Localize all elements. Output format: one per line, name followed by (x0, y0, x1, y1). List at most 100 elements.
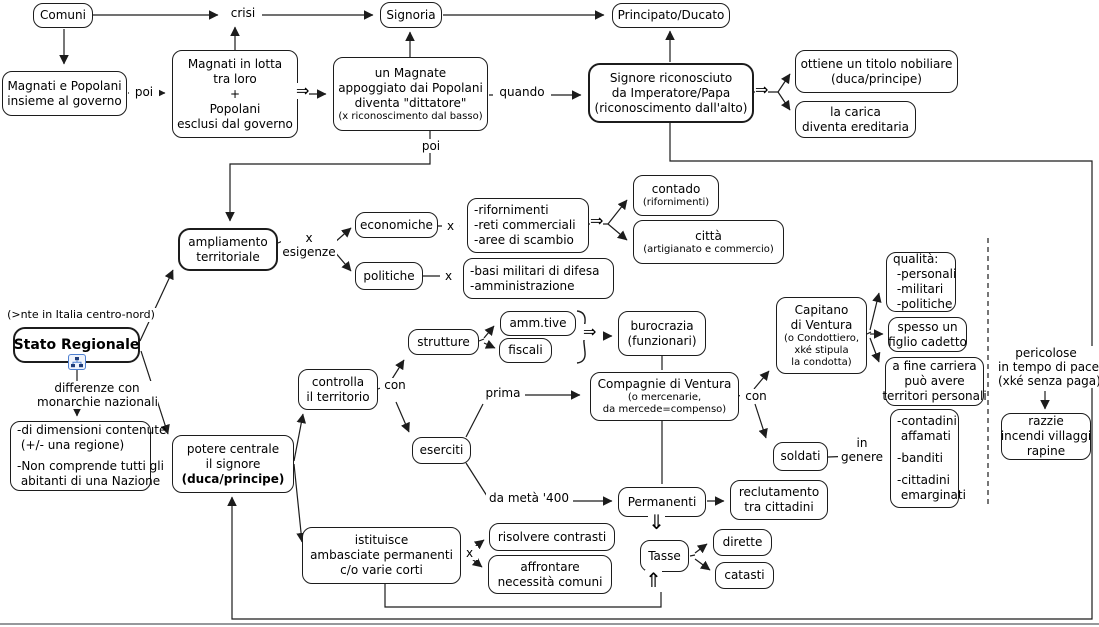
node-qualita[interactable]: qualità: -personali -militari -politiche (886, 252, 956, 312)
node-contado[interactable]: contado(rifornimenti) (633, 175, 719, 216)
node-differenze-dettagli[interactable]: -di dimensioni contenute (+/- una region… (10, 421, 166, 491)
label-x-ambasciate[interactable]: x (461, 546, 478, 560)
double-arrow-down-icon: ⇓ (648, 510, 665, 534)
node-qualita-line: -politiche (893, 297, 953, 311)
node-citta[interactable]: città(artigianato e commercio) (633, 220, 784, 264)
node-eserciti[interactable]: eserciti (412, 437, 471, 464)
double-arrow-1-icon: ⇒ (296, 81, 310, 100)
node-qualita-line: -personali (893, 267, 957, 281)
node-politiche[interactable]: politiche (355, 262, 423, 290)
double-arrow-2-icon: ⇒ (755, 80, 769, 99)
node-controlla-territorio-line: il territorio (306, 389, 370, 404)
node-compagnie-di-ventura-line: Compagnie di Ventura (597, 377, 732, 391)
node-risolvere-contrasti[interactable]: risolvere contrasti (489, 523, 615, 551)
node-fiscali[interactable]: fiscali (499, 338, 552, 363)
node-compagnie-di-ventura-line: (o mercenarie, (627, 392, 702, 403)
canvas-bottom-edge (0, 623, 1099, 625)
node-burocrazia[interactable]: burocrazia(funzionari) (618, 311, 706, 356)
node-catasti[interactable]: catasti (715, 562, 774, 589)
label-poi-1[interactable]: poi (129, 85, 159, 99)
node-esigenze-politiche-dettagli[interactable]: -basi militari di difesa-amministrazione (463, 258, 614, 299)
node-compagnie-di-ventura[interactable]: Compagnie di Ventura(o mercenarie,da mer… (590, 372, 739, 421)
node-un-magnate-line: diventa "dittatore" (354, 95, 467, 110)
label-poi-2[interactable]: poi (415, 139, 447, 153)
node-capitano-di-ventura-line: di Ventura (790, 317, 853, 332)
node-potere-centrale-line: potere centrale (186, 441, 280, 456)
label-nte-italia[interactable]: (>nte in Italia centro-nord) (5, 308, 157, 322)
label-con-ventura[interactable]: con (740, 389, 772, 403)
node-stato-regionale-line: Stato Regionale (13, 336, 140, 353)
label-x-economiche[interactable]: x (442, 219, 459, 233)
label-crisi[interactable]: crisi (224, 6, 262, 20)
node-esigenze-economiche-dettagli[interactable]: -rifornimenti-reti commerciali-aree di s… (467, 198, 589, 253)
node-signore-riconosciuto-line: (riconoscimento dall'alto) (594, 100, 748, 115)
double-arrow-up-icon: ⇑ (645, 568, 662, 592)
node-soldati-origine[interactable]: -contadini affamati-banditi-cittadini em… (890, 409, 966, 508)
node-capitano-di-ventura-line: la condotta) (791, 356, 852, 368)
org-chart-icon[interactable] (68, 354, 86, 370)
node-razzie-line: incendi villaggi (1000, 429, 1092, 443)
node-signoria[interactable]: Signoria (380, 2, 442, 28)
node-capitano-di-ventura-line: xké stipula (794, 344, 849, 356)
node-ambasciate-line: istituisce (354, 533, 409, 547)
node-un-magnate-line: un Magnate (374, 65, 447, 80)
node-dirette[interactable]: dirette (713, 529, 772, 556)
node-esigenze-politiche-dettagli-line: -amministrazione (470, 278, 575, 293)
node-citta-line: (artigianato e commercio) (643, 243, 774, 255)
node-comuni[interactable]: Comuni (33, 3, 93, 28)
node-strutture[interactable]: strutture (408, 329, 479, 355)
node-esigenze-economiche-dettagli-line: -reti commerciali (474, 218, 576, 232)
label-prima[interactable]: prima (481, 386, 525, 400)
node-esigenze-economiche-dettagli-line: -rifornimenti (474, 203, 549, 217)
node-affrontare-necessita-line: necessità comuni (497, 574, 603, 589)
node-magnati-in-lotta-line: Popolani (209, 101, 261, 116)
node-figlio-cadetto-line: spesso un (897, 319, 958, 334)
node-ottiene-titolo[interactable]: ottiene un titolo nobiliare(duca/princip… (795, 50, 958, 93)
node-amministrative[interactable]: amm.tive (500, 311, 576, 336)
node-fine-carriera-line: a fine carriera (892, 359, 977, 373)
label-quando[interactable]: quando (493, 85, 551, 99)
node-carica-ereditaria-line: la carica (830, 104, 881, 119)
node-qualita-line: qualità: (893, 252, 939, 266)
node-eserciti-line: eserciti (419, 443, 464, 457)
node-differenze-dettagli-line: (+/- una regione) (17, 438, 125, 452)
label-x-politiche[interactable]: x (440, 269, 457, 283)
node-razzie-line: rapine (1026, 444, 1066, 458)
node-fine-carriera-line: può avere (904, 374, 965, 388)
node-soldati[interactable]: soldati (773, 442, 828, 471)
node-esigenze-economiche-dettagli-line: -aree di scambio (474, 233, 574, 247)
label-con-territorio[interactable]: con (380, 378, 410, 392)
node-soldati-origine-line: -cittadini (897, 473, 950, 487)
node-dirette-line: dirette (722, 535, 763, 549)
node-ottiene-titolo-line: ottiene un titolo nobiliare (800, 56, 953, 71)
node-soldati-line: soldati (780, 449, 821, 463)
label-da-meta-400[interactable]: da metà '400 (486, 491, 572, 505)
node-magnati-in-lotta-line: tra loro (213, 71, 257, 86)
node-differenze-dettagli-line: abitanti di una Nazione (17, 474, 161, 488)
node-tasse[interactable]: Tasse (640, 540, 689, 572)
node-ambasciate-line: ambasciate permanenti (310, 548, 453, 562)
node-soldati-origine-line: emarginati (897, 488, 966, 502)
node-economiche[interactable]: economiche (355, 212, 438, 238)
node-soldati-origine-line: -banditi (897, 451, 943, 465)
node-principato-ducato[interactable]: Principato/Ducato (612, 3, 730, 28)
